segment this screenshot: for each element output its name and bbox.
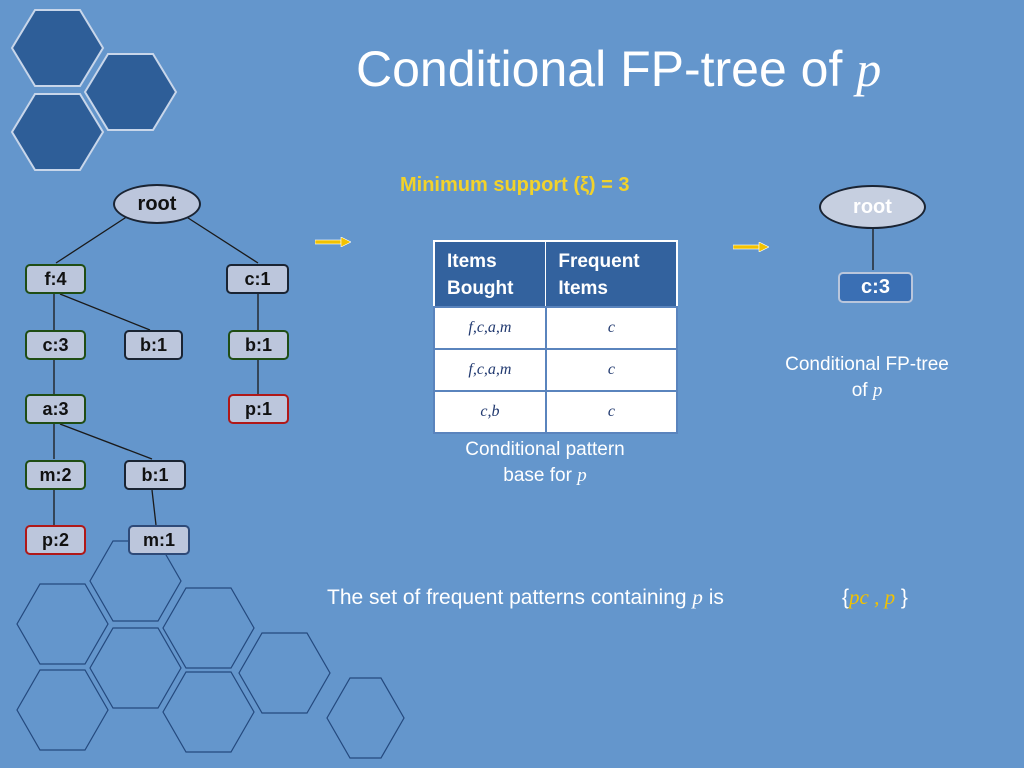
fp-tree-node-f4: f:4 (25, 264, 86, 294)
fp-tree-node-m1: m:1 (128, 525, 190, 555)
fp-tree-node-b1-mid: b:1 (124, 330, 183, 360)
title-text: Conditional FP-tree of (356, 41, 857, 97)
right-arrow-icon (315, 237, 351, 247)
conditional-tree-root: root (819, 185, 926, 229)
frequent-set-sentence: The set of frequent patterns containing … (327, 585, 724, 609)
table-cell: f,c,a,m (433, 306, 547, 350)
table-row: f,c,a,m c (433, 348, 679, 392)
fp-tree-root: root (113, 184, 201, 224)
title-variable: p (856, 41, 882, 97)
minimum-support-label: Minimum support (ξ) = 3 (400, 174, 630, 196)
table-cell: c,b (433, 390, 547, 434)
fp-tree-node-b1-low: b:1 (124, 460, 186, 490)
fp-tree-node-m2: m:2 (25, 460, 86, 490)
pattern-base-caption: Conditional pattern base for p (465, 439, 625, 486)
fp-tree-node-b1-right: b:1 (228, 330, 289, 360)
hexagon-icon (10, 9, 178, 171)
conditional-tree-node-c3: c:3 (838, 272, 913, 303)
fp-tree-node-p1: p:1 (228, 394, 289, 424)
fp-tree-node-c3: c:3 (25, 330, 86, 360)
table-cell: c (544, 306, 679, 350)
right-arrow-icon (733, 242, 769, 252)
table-cell: c (544, 348, 679, 392)
page-title: Conditional FP-tree of p (356, 40, 881, 98)
table-cell: c (544, 390, 679, 434)
fp-tree-node-a3: a:3 (25, 394, 86, 424)
conditional-tree-caption: Conditional FP-tree of p (785, 354, 949, 401)
hexagon-outline-icon (16, 540, 405, 759)
table-row: c,b c (433, 390, 679, 434)
fp-tree-node-p2: p:2 (25, 525, 86, 555)
table-cell: f,c,a,m (433, 348, 547, 392)
frequent-set-value: {pc , p } (842, 585, 908, 609)
table-row: f,c,a,m c (433, 306, 679, 350)
fp-tree-node-c1: c:1 (226, 264, 289, 294)
